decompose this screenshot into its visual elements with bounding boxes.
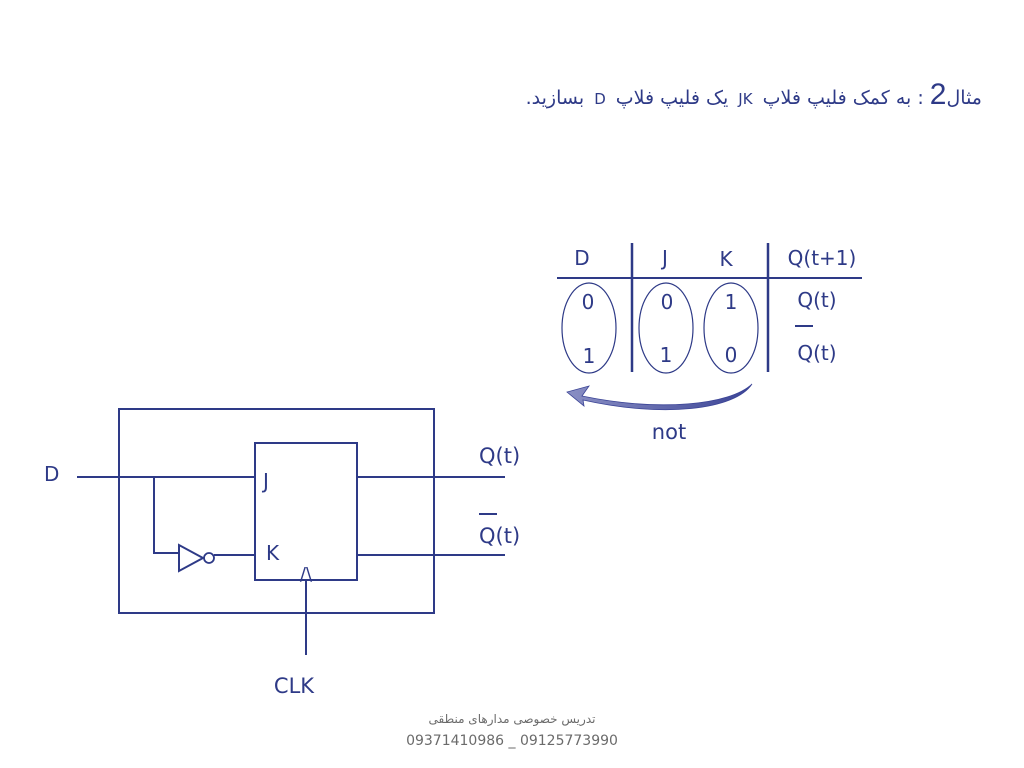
th-j: J [660,246,668,270]
ellipse-k-column [703,282,759,374]
d-branch-wire [153,477,179,554]
truth-table: D J K Q(t+1) 0 0 1 Q(t) 1 1 0 Q(t) not [557,243,862,444]
qbar-output-label: Q(t) [479,524,520,548]
cell-q-1: Q(t) [797,341,836,365]
ellipse-j-column [638,282,694,374]
cell-j-1: 1 [660,343,673,367]
not-gate [178,543,206,573]
footer-tutoring-line: تدریس خصوصی مدارهای منطقی [428,712,596,726]
th-k: K [719,247,733,271]
cell-j-0: 0 [661,290,674,314]
cell-d-1: 1 [583,344,596,368]
clk-label: CLK [274,674,315,698]
circuit [77,408,505,655]
d-input-label: D [44,462,59,486]
cell-k-1: 0 [725,343,738,367]
arrow-label-not: not [652,420,686,444]
circuit-labels: D J K /\ CLK Q(t) Q(t) [44,444,520,698]
cell-k-0: 1 [725,290,738,314]
j-pin-label: J [261,469,269,493]
cell-d-0: 0 [582,290,595,314]
cell-q-0: Q(t) [797,288,836,312]
ellipse-d-column [561,282,617,374]
not-gate-bubble [203,552,215,564]
k-pin-label: K [266,541,280,565]
outer-d-flipflop-box [118,408,435,614]
curved-arrow [566,383,753,411]
th-q-next: Q(t+1) [788,246,857,270]
q-output-label: Q(t) [479,444,520,468]
slide-title: مثال2 : به کمک فلیپ فلاپ JK یک فلیپ فلاپ… [525,78,982,111]
footer-phone-line: 09371410986 _ 09125773990 [406,733,618,749]
clk-edge-mark: /\ [300,564,313,585]
th-d: D [574,246,589,270]
